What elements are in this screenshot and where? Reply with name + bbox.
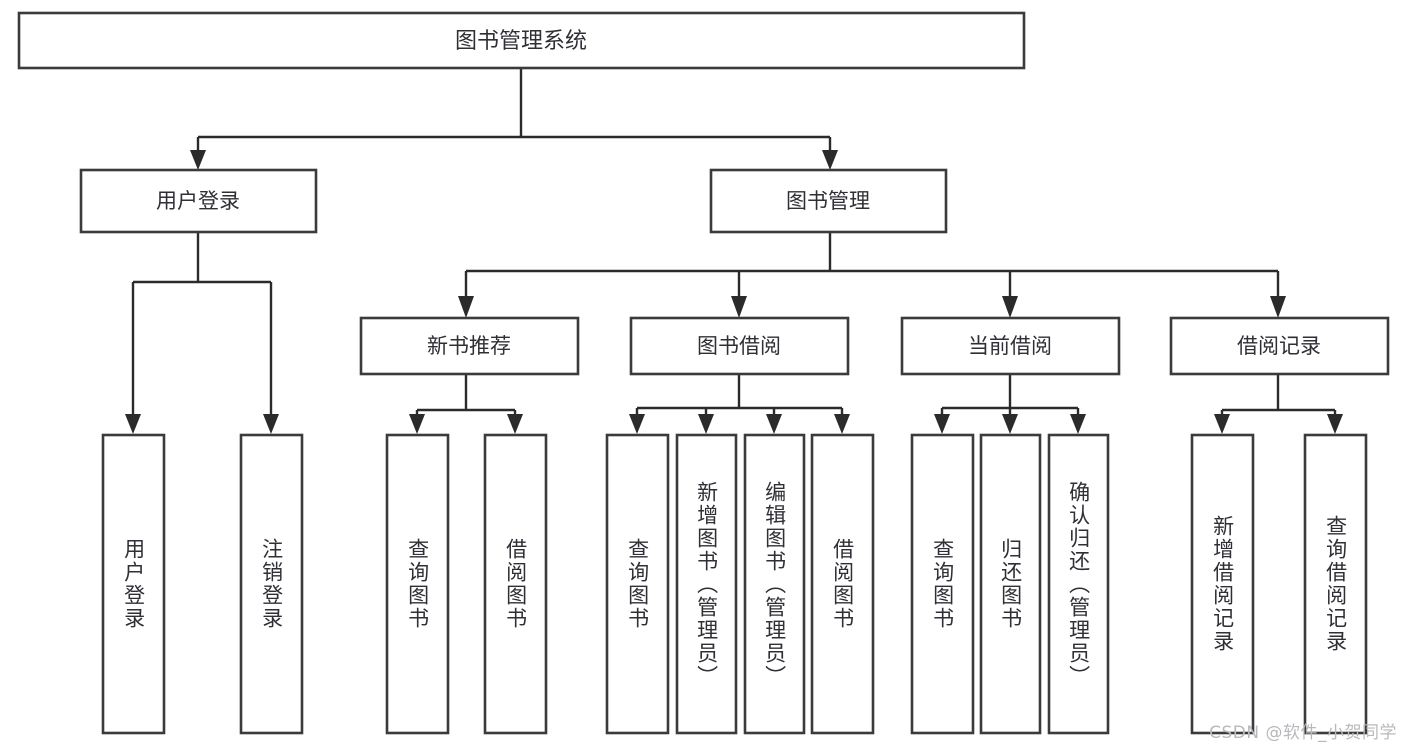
node-current-borrow-rect[interactable] — [900, 316, 1121, 376]
node-root[interactable]: 图书管理系统 — [17, 11, 1026, 70]
node-current-borrow-label: 当前借阅 — [968, 334, 1052, 358]
node-book-borrow-label: 图书借阅 — [697, 334, 781, 358]
leaf-rect-borrow-book-a[interactable] — [483, 433, 548, 735]
arrow-borrow-leaf-3 — [766, 414, 782, 434]
node-book-manage[interactable]: 图书管理 — [709, 168, 948, 234]
connector-group-book-manage — [458, 232, 1286, 318]
leaf-rect-query-book-c[interactable] — [910, 433, 975, 735]
node-root-label: 图书管理系统 — [455, 29, 587, 54]
arrow-user-leaf-2 — [263, 414, 279, 434]
node-borrow-record-label: 借阅记录 — [1237, 334, 1321, 358]
leaf-rect-logout[interactable] — [239, 433, 304, 735]
arrow-root-to-user — [190, 150, 206, 170]
csdn-watermark: CSDN @软件_小贺同学 — [1209, 723, 1397, 743]
connector-group-root — [190, 68, 838, 170]
arrow-user-leaf-1 — [125, 414, 141, 434]
leaf-rect-confirm-return-admin[interactable] — [1047, 433, 1110, 735]
arrow-current-leaf-2 — [1002, 414, 1018, 434]
connector-group-current-borrow — [934, 374, 1086, 434]
connector-group-borrow-book — [629, 374, 850, 434]
node-book-manage-rect[interactable] — [709, 168, 948, 234]
leaf-rect-query-borrow-record[interactable] — [1303, 433, 1368, 735]
node-new-book-recommend-rect[interactable] — [359, 316, 580, 376]
node-new-book-recommend-label: 新书推荐 — [427, 334, 511, 358]
node-book-borrow[interactable]: 图书借阅 — [629, 316, 850, 376]
leaf-rect-edit-book-admin[interactable] — [743, 433, 806, 735]
arrow-book-child-1 — [458, 296, 474, 318]
arrow-record-leaf-2 — [1327, 414, 1343, 434]
arrow-book-child-2 — [731, 296, 747, 318]
arrow-record-leaf-1 — [1214, 414, 1230, 434]
node-current-borrow[interactable]: 当前借阅 — [900, 316, 1121, 376]
arrow-book-child-4 — [1270, 296, 1286, 318]
arrow-root-to-book — [822, 150, 838, 170]
node-user-login-label: 用户登录 — [156, 189, 240, 213]
node-book-borrow-rect[interactable] — [629, 316, 850, 376]
connector-group-user-login — [125, 232, 279, 434]
node-borrow-record[interactable]: 借阅记录 — [1169, 316, 1390, 376]
leaf-rect-query-book-b[interactable] — [605, 433, 670, 735]
node-user-login-rect[interactable] — [79, 168, 318, 234]
node-borrow-record-rect[interactable] — [1169, 316, 1390, 376]
arrow-current-leaf-1 — [934, 414, 950, 434]
leaf-rect-return-book[interactable] — [979, 433, 1042, 735]
leaf-rect-query-book-a[interactable] — [385, 433, 450, 735]
arrow-newbook-leaf-2 — [507, 414, 523, 434]
leaf-rect-borrow-book-b[interactable] — [810, 433, 875, 735]
arrow-newbook-leaf-1 — [409, 414, 425, 434]
leaf-rect-add-book-admin[interactable] — [675, 433, 738, 735]
leaf-rect-add-borrow-record[interactable] — [1190, 433, 1255, 735]
node-user-login[interactable]: 用户登录 — [79, 168, 318, 234]
arrow-current-leaf-3 — [1070, 414, 1086, 434]
node-root-rect[interactable] — [17, 11, 1026, 70]
arrow-borrow-leaf-2 — [698, 414, 714, 434]
arrow-borrow-leaf-1 — [629, 414, 645, 434]
arrow-book-child-3 — [1002, 296, 1018, 318]
connector-group-new-book — [409, 374, 523, 434]
node-new-book-recommend[interactable]: 新书推荐 — [359, 316, 580, 376]
node-book-manage-label: 图书管理 — [786, 189, 870, 213]
connector-group-borrow-record — [1214, 374, 1343, 434]
arrow-borrow-leaf-4 — [834, 414, 850, 434]
leaf-rect-user-login[interactable] — [101, 433, 166, 735]
